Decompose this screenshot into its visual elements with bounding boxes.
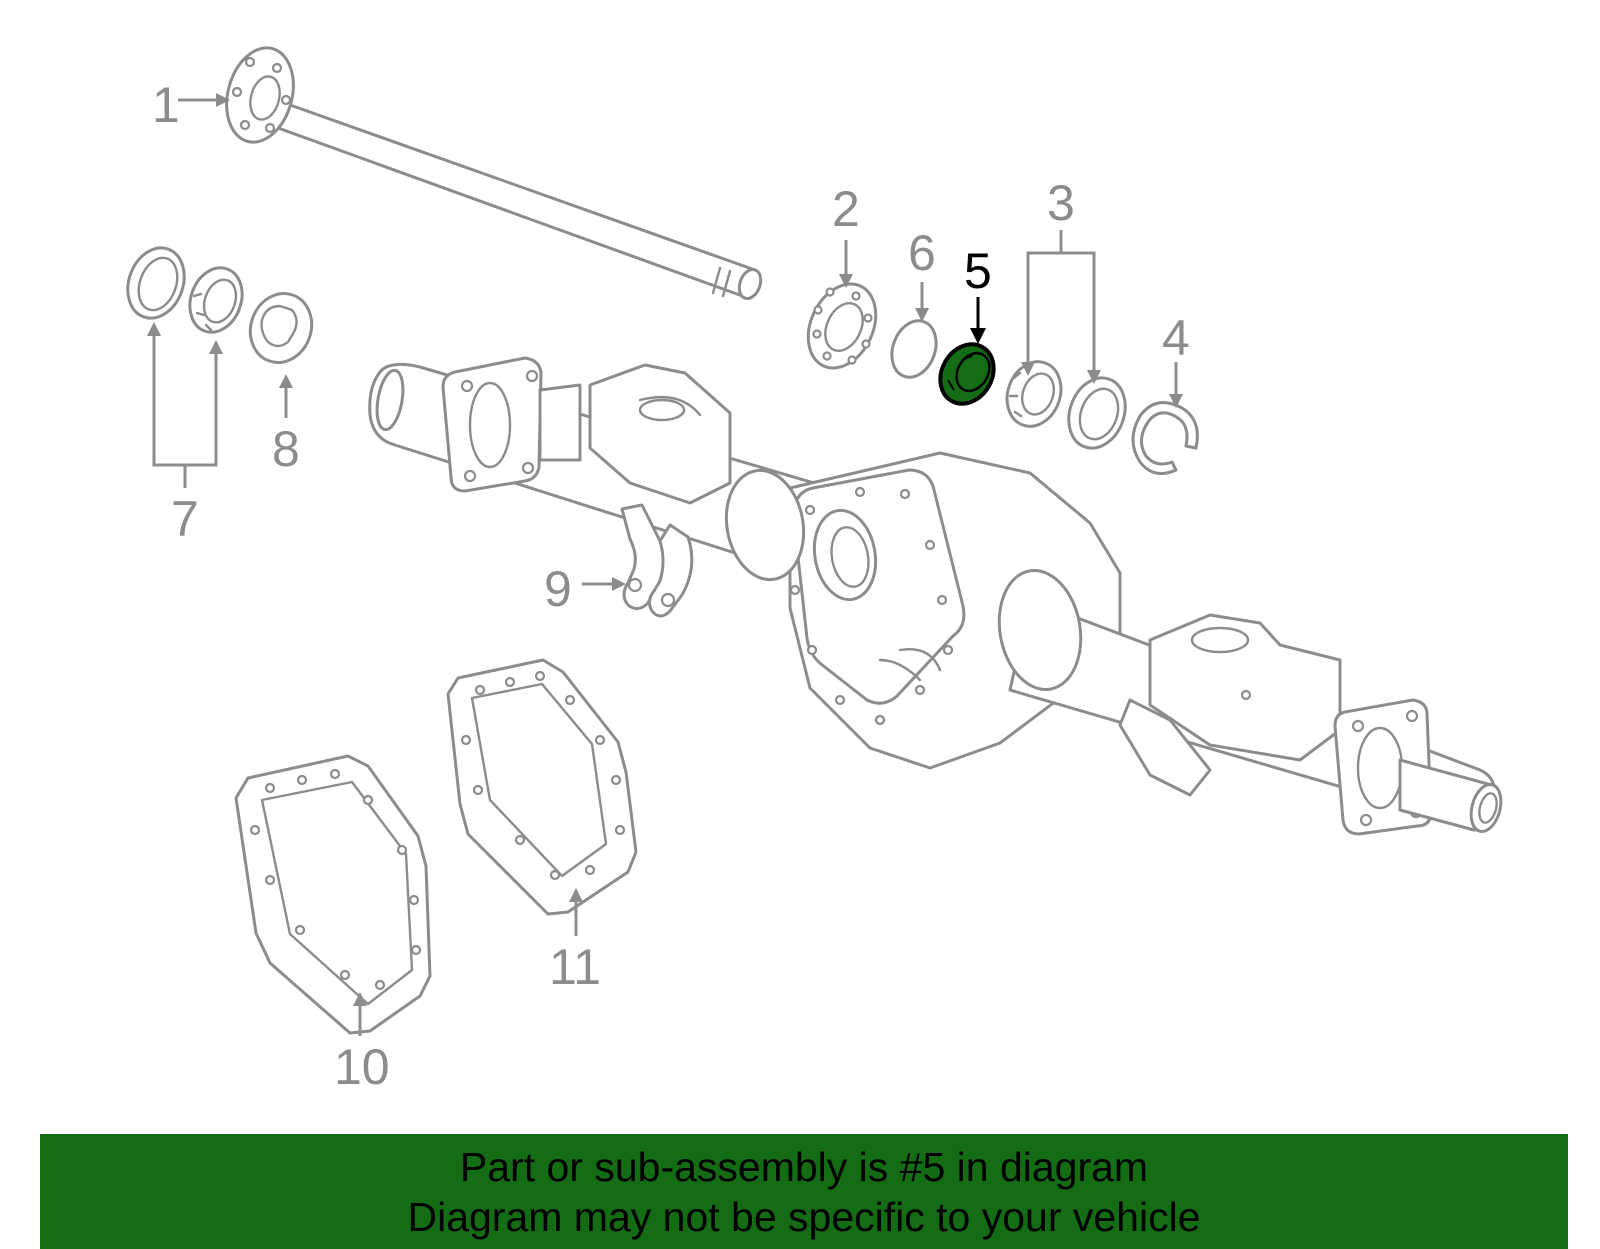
callout-2: 2 [832,181,860,237]
part-10-gasket[interactable] [234,754,432,1035]
callout-6: 6 [908,225,936,281]
callout-7: 7 [171,491,199,547]
callout-4: 4 [1162,310,1190,366]
callout-3: 3 [1047,175,1075,231]
banner-line-1: Part or sub-assembly is #5 in diagram [459,1143,1149,1190]
part-info-banner: Part or sub-assembly is #5 in diagram Di… [40,1134,1568,1249]
part-1-axle-shaft[interactable] [217,40,765,301]
part-11-gasket[interactable] [446,658,638,916]
part-6-o-ring[interactable] [884,315,943,384]
part-2-ring-gear[interactable] [795,273,888,379]
callout-1: 1 [152,77,180,133]
callout-8: 8 [272,421,300,477]
part-9-axle-housing[interactable] [368,356,1506,836]
callout-9: 9 [544,561,572,617]
callout-11: 11 [549,939,601,995]
banner-line-2: Diagram may not be specific to your vehi… [407,1193,1201,1240]
callout-10: 10 [334,1039,390,1095]
callout-leader-lines [147,93,1183,1036]
callout-5: 5 [964,243,992,299]
part-7-bearing-set[interactable] [118,240,250,340]
part-4-snap-ring[interactable] [1131,401,1199,476]
part-3-bearing-race[interactable] [998,354,1134,456]
part-8-seal[interactable] [241,285,321,371]
part-5-seal-highlighted[interactable] [930,335,1004,414]
